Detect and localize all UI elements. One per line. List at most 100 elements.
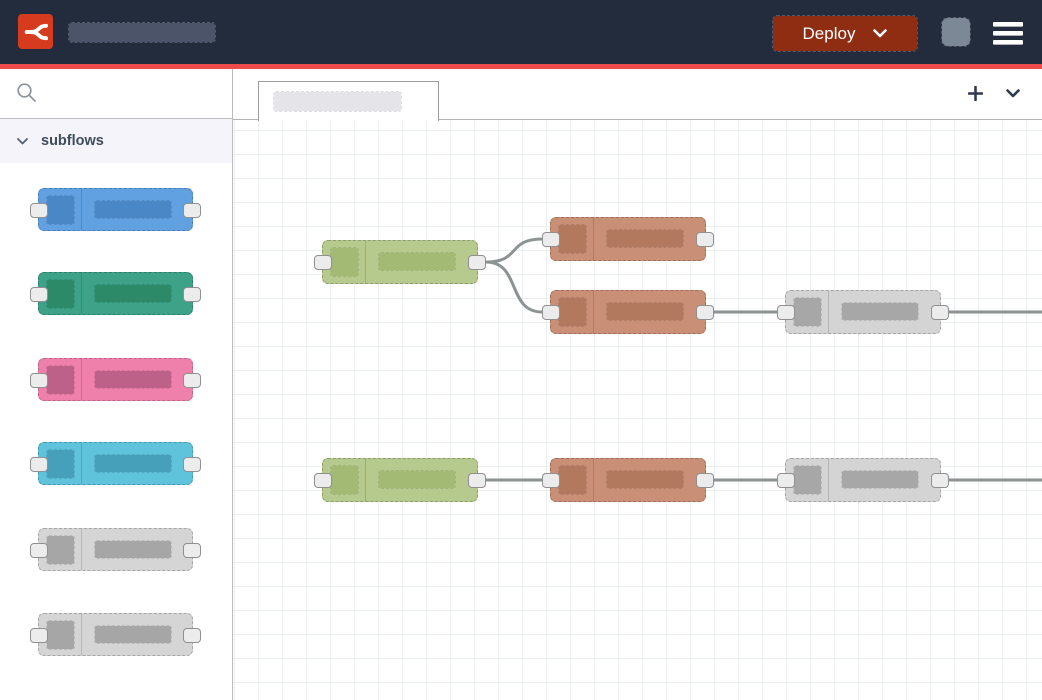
node-label-redacted xyxy=(378,252,456,271)
node-label-redacted xyxy=(841,302,919,321)
node-icon-redacted xyxy=(46,448,75,479)
node-icon-redacted xyxy=(46,278,75,309)
palette-node-subflow-gray-1[interactable] xyxy=(30,528,201,571)
node-icon-redacted xyxy=(46,619,75,650)
node-input-port[interactable] xyxy=(30,542,48,558)
node-output-port[interactable] xyxy=(696,473,714,488)
node-label-redacted xyxy=(606,470,684,489)
node-input-port[interactable] xyxy=(30,627,48,643)
flow-node-olive-2[interactable] xyxy=(314,458,486,502)
flow-canvas[interactable] xyxy=(233,120,1042,700)
node-icon-redacted xyxy=(46,194,75,225)
node-input-port[interactable] xyxy=(777,305,795,320)
node-red-logo-icon xyxy=(24,23,48,40)
node-input-port[interactable] xyxy=(30,456,48,472)
app-title-redacted xyxy=(68,22,216,43)
palette-node-subflow-pink[interactable] xyxy=(30,358,201,401)
palette-category-label: subflows xyxy=(41,133,104,149)
workspace-tab-actions xyxy=(962,80,1026,106)
workspace-tab-label-redacted xyxy=(273,91,402,112)
node-input-port[interactable] xyxy=(777,473,795,488)
node-input-port[interactable] xyxy=(542,232,560,247)
node-separator xyxy=(828,459,829,501)
palette-node-subflow-green[interactable] xyxy=(30,272,201,315)
workspace-tab[interactable] xyxy=(258,81,439,121)
node-icon-redacted xyxy=(558,465,587,495)
palette-node-subflow-cyan[interactable] xyxy=(30,442,201,485)
node-label-redacted xyxy=(94,624,172,644)
workspace xyxy=(233,69,1042,700)
node-output-port[interactable] xyxy=(183,456,201,472)
node-input-port[interactable] xyxy=(314,255,332,270)
node-output-port[interactable] xyxy=(696,305,714,320)
palette-node-subflow-gray-2[interactable] xyxy=(30,613,201,656)
header: Deploy xyxy=(0,0,1042,64)
deploy-button-label: Deploy xyxy=(802,23,856,43)
palette-node-subflow-blue[interactable] xyxy=(30,188,201,231)
node-output-port[interactable] xyxy=(468,255,486,270)
node-input-port[interactable] xyxy=(30,286,48,302)
wire-layer xyxy=(484,237,1042,482)
node-output-port[interactable] xyxy=(931,473,949,488)
node-separator xyxy=(593,291,594,333)
wire-olive-1-to-salmon-1[interactable] xyxy=(484,237,544,264)
chevron-down-icon xyxy=(17,137,28,144)
node-icon-redacted xyxy=(793,297,822,327)
palette-category-subflows[interactable]: subflows xyxy=(0,119,232,163)
palette-search[interactable] xyxy=(0,69,232,119)
node-separator xyxy=(593,218,594,260)
node-output-port[interactable] xyxy=(931,305,949,320)
node-label-redacted xyxy=(94,199,172,219)
deploy-button[interactable]: Deploy xyxy=(772,15,918,52)
node-output-port[interactable] xyxy=(468,473,486,488)
node-icon-redacted xyxy=(330,465,359,495)
plus-icon xyxy=(967,85,983,101)
node-output-port[interactable] xyxy=(183,202,201,218)
node-separator xyxy=(81,529,82,570)
node-output-port[interactable] xyxy=(183,372,201,388)
node-icon-redacted xyxy=(793,465,822,495)
node-separator xyxy=(365,241,366,283)
app-logo xyxy=(18,14,53,49)
main-menu-button[interactable] xyxy=(990,20,1026,46)
hamburger-menu-icon xyxy=(993,21,1023,45)
node-label-redacted xyxy=(841,470,919,489)
node-label-redacted xyxy=(94,453,172,473)
node-icon-redacted xyxy=(46,534,75,565)
flow-node-salmon-2[interactable] xyxy=(542,290,714,334)
node-input-port[interactable] xyxy=(30,202,48,218)
node-output-port[interactable] xyxy=(183,627,201,643)
node-separator xyxy=(365,459,366,501)
node-input-port[interactable] xyxy=(30,372,48,388)
wire-olive-1-to-salmon-2[interactable] xyxy=(484,260,544,314)
node-label-redacted xyxy=(606,302,684,321)
node-input-port[interactable] xyxy=(542,473,560,488)
flow-node-salmon-3[interactable] xyxy=(542,458,714,502)
flow-list-button[interactable] xyxy=(1000,80,1026,106)
node-separator xyxy=(81,273,82,314)
node-output-port[interactable] xyxy=(183,542,201,558)
flow-node-gray-1[interactable] xyxy=(777,290,949,334)
add-flow-button[interactable] xyxy=(962,80,988,106)
user-avatar[interactable] xyxy=(941,17,971,47)
flow-node-olive-1[interactable] xyxy=(314,240,486,284)
node-separator xyxy=(593,459,594,501)
node-input-port[interactable] xyxy=(314,473,332,488)
node-separator xyxy=(81,189,82,230)
node-label-redacted xyxy=(94,369,172,389)
palette-node-list xyxy=(0,69,232,700)
node-icon-redacted xyxy=(558,224,587,254)
flow-node-salmon-1[interactable] xyxy=(542,217,714,261)
node-separator xyxy=(81,614,82,655)
node-label-redacted xyxy=(606,229,684,248)
node-label-redacted xyxy=(94,539,172,559)
flow-node-gray-2[interactable] xyxy=(777,458,949,502)
node-icon-redacted xyxy=(558,297,587,327)
node-icon-redacted xyxy=(46,364,75,395)
node-separator xyxy=(81,359,82,400)
node-output-port[interactable] xyxy=(183,286,201,302)
header-accent-line xyxy=(0,64,1042,69)
chevron-down-icon xyxy=(873,29,888,38)
node-output-port[interactable] xyxy=(696,232,714,247)
node-input-port[interactable] xyxy=(542,305,560,320)
